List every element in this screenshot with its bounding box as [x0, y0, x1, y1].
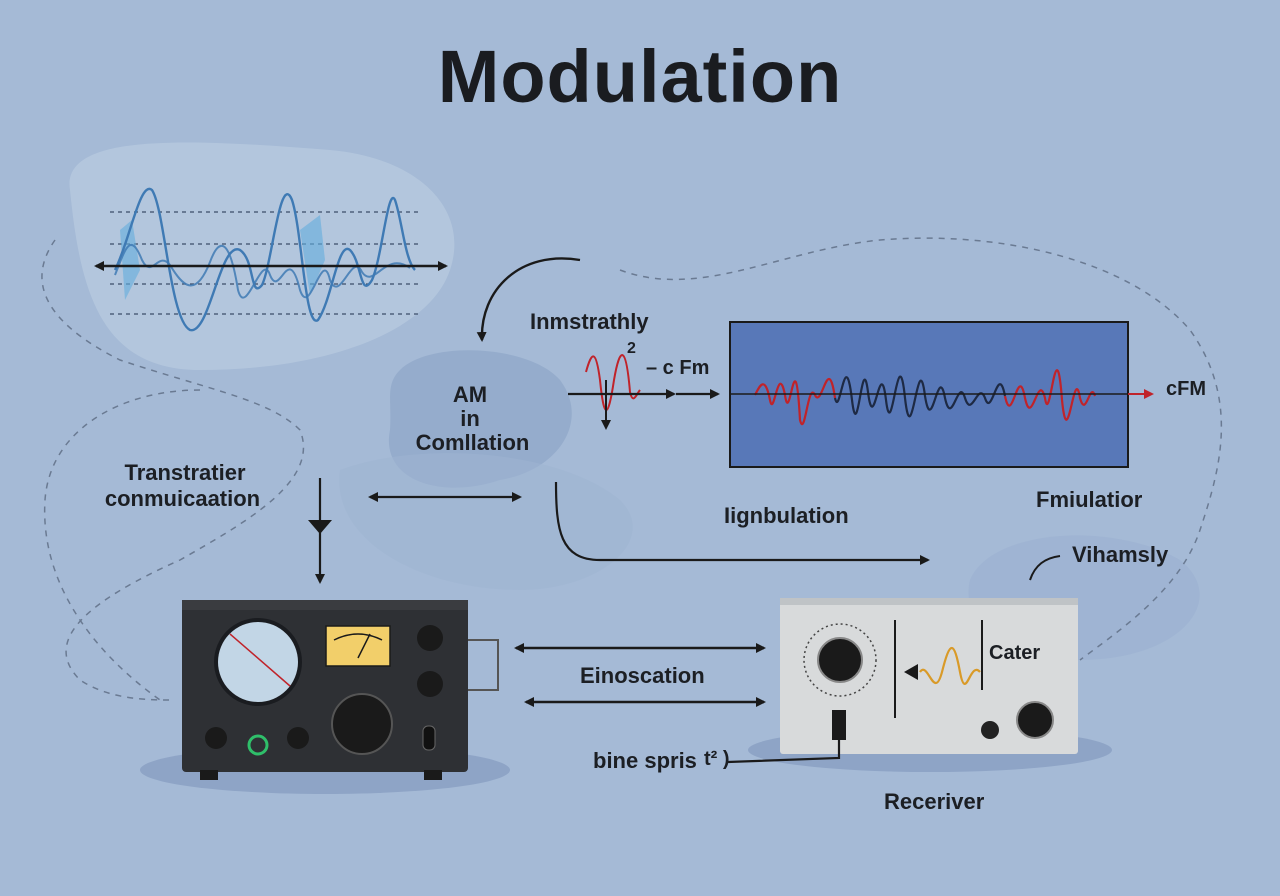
- label-inmstrathly: Inmstrathly: [530, 309, 649, 334]
- label-superscript: 2: [627, 340, 636, 357]
- label-am: AM: [452, 382, 488, 407]
- label-transmitter-line2: conmuicaation: [104, 486, 261, 511]
- dashed-outline-left: [41, 239, 305, 701]
- page-title: Modulation: [437, 35, 843, 118]
- vu-meter-icon: [325, 625, 391, 667]
- label-einoscation: Einoscation: [580, 663, 705, 688]
- label-vihamsly: Vihamsly: [1072, 542, 1169, 567]
- label-cater: Cater: [989, 642, 1041, 664]
- background-blob-top-left: [69, 142, 455, 370]
- dashed-outline-right: [619, 237, 1223, 661]
- label-receiver: Receriver: [884, 789, 985, 814]
- background-blob-center: [388, 350, 572, 488]
- arrow-curved-down: [476, 257, 581, 342]
- label-bine-spris: bine spris: [593, 748, 697, 773]
- arrow-junction-marker: [308, 520, 332, 534]
- label-comllation: Comllation: [415, 430, 530, 455]
- transmitter-device: [140, 600, 510, 794]
- label-fmiulatior: Fmiulatior: [1036, 487, 1143, 512]
- label-bine-suffix: t² ): [704, 748, 730, 770]
- signal-pulse: [568, 354, 720, 430]
- dashed-outline-lower-left: [43, 389, 201, 701]
- label-cfm-right: cFM: [1166, 378, 1206, 400]
- background-blob-lower: [339, 453, 633, 590]
- label-in: in: [460, 406, 480, 431]
- fm-signal-panel: [729, 321, 1154, 468]
- vihamsly-pointer: [1029, 555, 1061, 581]
- modulated-waveform-plot: [94, 187, 448, 332]
- label-ignbulation: Iignbulation: [724, 503, 849, 528]
- arrow-curved-to-receiver: [554, 481, 930, 565]
- dial-knob-icon: [417, 625, 443, 651]
- jack-green: [247, 734, 269, 756]
- receiver-device: [727, 598, 1112, 772]
- label-cfm-small: – c Fm: [646, 357, 710, 379]
- label-transmitter-line1: Transtratier: [124, 460, 246, 485]
